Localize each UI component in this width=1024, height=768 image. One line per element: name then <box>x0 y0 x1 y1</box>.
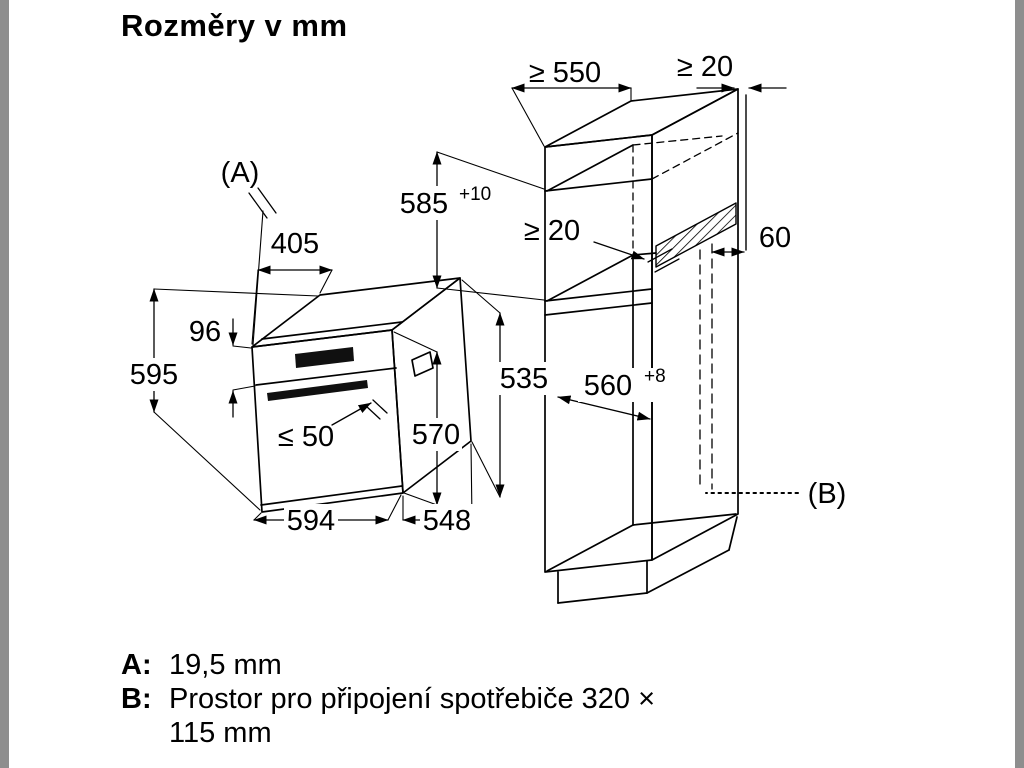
dim-oven-handle-depth: ≤ 50 <box>278 421 334 453</box>
page-title: Rozměry v mm <box>121 8 348 43</box>
legend-a-value: 19,5 mm <box>169 649 282 681</box>
cabinet-front-face <box>544 134 653 573</box>
oven-drawing <box>251 277 472 513</box>
dim-niche-height-tolerance: +10 <box>459 184 491 205</box>
dim-niche-width: 560 <box>584 370 632 402</box>
dim-cabinet-top-depth: ≥ 550 <box>529 57 601 89</box>
shelf-bottom-edge <box>544 302 653 316</box>
cabinet-top-face <box>544 88 739 148</box>
oven-side-face <box>391 277 472 494</box>
dim-niche-width-tolerance: +8 <box>644 366 666 387</box>
dim-oven-top-depth: 405 <box>271 228 319 260</box>
dim-oven-width: 594 <box>287 505 335 537</box>
cabinet-drawing <box>544 88 747 604</box>
legend-entry-b: B: Prostor pro připojení spotřebiče 320 … <box>121 682 921 750</box>
dim-cabinet-rear-gap: ≥ 20 <box>677 51 733 83</box>
dim-oven-body-height: 535 <box>500 363 548 395</box>
oven-display <box>295 347 354 368</box>
legend: A: 19,5 mm B: Prostor pro připojení spot… <box>121 648 921 750</box>
cabinet-dimension-lines <box>432 83 799 494</box>
legend-b-value-line2: 115 mm <box>169 717 272 749</box>
dim-vent-depth: 60 <box>759 222 791 254</box>
cabinet-plinth <box>557 516 738 604</box>
dim-oven-depth: 548 <box>423 505 471 537</box>
text-masks <box>128 186 670 537</box>
shelf-top-edge <box>544 288 653 302</box>
legend-b-key: B: <box>121 683 152 715</box>
legend-entry-a: A: 19,5 mm <box>121 648 921 682</box>
hidden-edges <box>632 132 739 254</box>
niche-top-edge <box>544 178 653 192</box>
dim-oven-front-height: 570 <box>412 419 460 451</box>
dim-vent-gap: ≥ 20 <box>524 215 580 247</box>
left-gray-bar <box>0 0 9 768</box>
dim-oven-height: 595 <box>130 359 178 391</box>
dim-label-b: (B) <box>808 478 847 510</box>
dimension-texts: (A) 405 96 595 ≤ 50 570 535 594 548 ≥ 55… <box>130 51 847 537</box>
dim-oven-panel-height: 96 <box>189 316 221 348</box>
right-gray-bar <box>1015 0 1024 768</box>
legend-a-key: A: <box>121 649 152 681</box>
dim-label-a: (A) <box>221 157 260 189</box>
oven-side-vent <box>411 351 434 377</box>
cabinet-side-face <box>651 88 739 561</box>
dim-niche-height: 585 <box>400 188 448 220</box>
oven-door-handle <box>267 380 368 401</box>
oven-control-panel-line <box>255 367 397 386</box>
legend-b-value-line1: Prostor pro připojení spotřebiče 320 × <box>169 683 656 715</box>
connection-area-hatch <box>655 202 737 268</box>
